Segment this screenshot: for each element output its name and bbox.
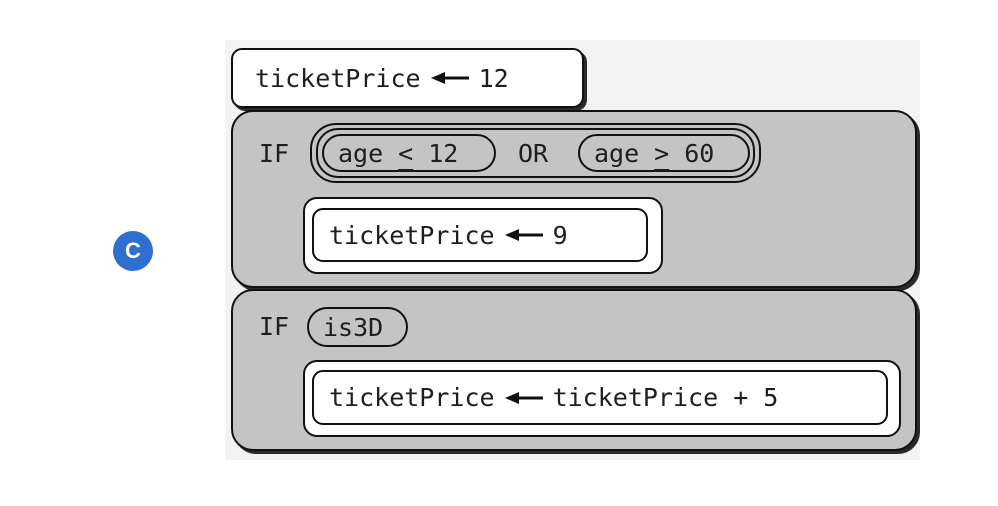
assignment-variable: ticketPrice <box>329 383 495 412</box>
if-keyword: IF <box>259 311 290 341</box>
assignment-value: 12 <box>478 63 509 93</box>
condition-variable: age <box>594 138 640 168</box>
condition-variable: is3D <box>323 312 384 342</box>
assignment-variable: ticketPrice <box>255 63 421 93</box>
condition-variable: age <box>338 138 384 168</box>
left-arrow-icon <box>504 229 543 241</box>
left-arrow-icon <box>504 391 543 404</box>
assignment-value: ticketPrice + 5 <box>552 383 779 412</box>
or-condition-inner-frame <box>316 128 755 178</box>
left-arrow-icon <box>430 72 469 84</box>
assignment-block-initial: ticketPrice 12 <box>231 48 584 108</box>
answer-choice-badge[interactable]: C <box>113 231 153 271</box>
badge-label: C <box>125 238 141 263</box>
condition-age-le-12: age < 12 <box>322 134 496 172</box>
condition-age-ge-60: age > 60 <box>578 134 750 172</box>
condition-value: 12 <box>428 138 459 168</box>
assignment-block-plus-5: ticketPrice ticketPrice + 5 <box>312 370 888 425</box>
assignment-value: 9 <box>552 220 568 250</box>
or-condition-frame <box>310 123 761 183</box>
or-connector: OR <box>518 138 549 168</box>
assignment-variable: ticketPrice <box>329 220 495 250</box>
condition-is3d: is3D <box>307 307 408 347</box>
condition-value: 60 <box>684 138 715 168</box>
condition-operator: > <box>654 138 670 168</box>
assignment-block-9: ticketPrice 9 <box>312 208 648 262</box>
condition-operator: < <box>398 138 414 168</box>
if-keyword: IF <box>259 138 290 168</box>
